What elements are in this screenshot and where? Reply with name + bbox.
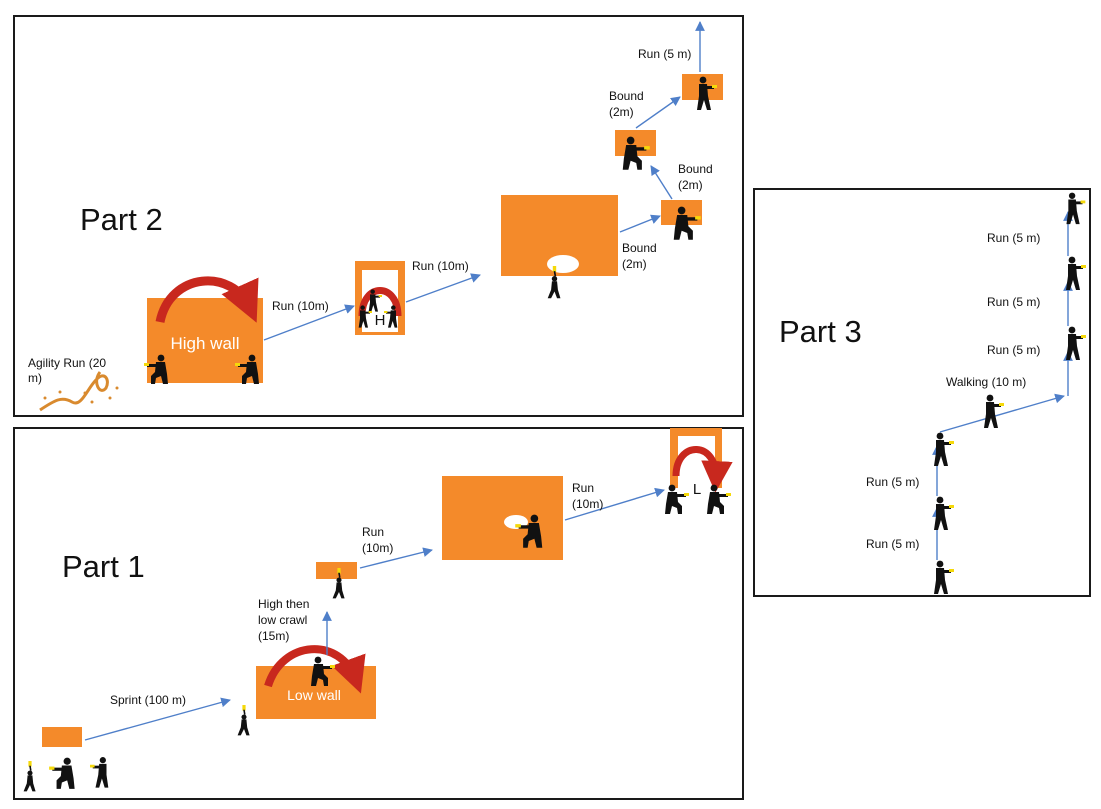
start-box-obstacle [42, 727, 82, 747]
high-wall-label: High wall [171, 334, 240, 353]
soldier-standing-icon [934, 432, 954, 466]
sprint-label: Sprint (100 m) [110, 693, 186, 707]
part3-title: Part 3 [779, 314, 862, 349]
part2-frame [13, 15, 744, 417]
run-arrow [359, 547, 433, 569]
tunnel-box-obstacle [442, 476, 563, 560]
run-arrow [405, 273, 481, 303]
run-label: Run (10m) [412, 259, 469, 273]
soldier-standing-icon [1066, 192, 1086, 225]
soldier-standing-icon [1066, 326, 1086, 360]
run-label: Run (5 m) [866, 537, 919, 551]
run-label: Run (5 m) [987, 295, 1040, 309]
soldier-standing-icon [90, 757, 109, 788]
walking-label: Walking (10 m) [946, 375, 1026, 389]
bound-label: Bound (2m) [678, 162, 716, 192]
crawl-label: High then low crawl (15m) [258, 597, 313, 643]
soldier-standing-icon [1066, 256, 1086, 290]
run-label: Run (5 m) [987, 343, 1040, 357]
bound-arrow [635, 96, 681, 129]
part2-panel: Part 2 Agility Run (20 m) High wall Run … [13, 15, 744, 417]
run-label: Run (5 m) [987, 231, 1040, 245]
bound-label: Bound (2m) [609, 89, 647, 119]
run-label: Run (10m) [362, 525, 393, 555]
run-arrow [564, 487, 665, 521]
soldier-climbing-icon [23, 761, 36, 792]
low-wall-vault-curve-icon [264, 645, 366, 694]
part3-panel: Part 3 Run (5 m) Run (5 m) Walking (10 m… [753, 188, 1091, 597]
crawl-box-obstacle [316, 562, 357, 579]
agility-run-label: Agility Run (20 m) [28, 356, 109, 385]
low-frame-obstacle: L [665, 428, 733, 514]
agility-run-path [39, 371, 119, 412]
part3-frame [753, 188, 1091, 597]
soldier-standing-icon [934, 560, 954, 594]
part2-title: Part 2 [80, 202, 163, 237]
low-wall-label: Low wall [287, 687, 341, 703]
run-label: Run (5 m) [638, 47, 691, 61]
part1-title: Part 1 [62, 549, 145, 584]
part1-frame [13, 427, 744, 800]
tunnel-hole [547, 255, 579, 273]
soldier-standing-icon [934, 496, 954, 530]
run-label: Run (10m) [572, 481, 603, 511]
high-wall-vault-curve-icon [155, 276, 259, 324]
bound-arrow [619, 214, 661, 233]
sprint-arrow [84, 697, 231, 741]
bound-label: Bound (2m) [622, 241, 660, 271]
soldier-standing-icon [984, 394, 1004, 428]
part1-panel: Part 1 Sprint (100 m) Low wall High then… [13, 427, 744, 800]
soldier-kneeling-icon [49, 757, 75, 789]
run-arrow [263, 304, 355, 341]
high-frame-obstacle: H [355, 261, 405, 335]
bound-arrow [650, 165, 673, 200]
frame-letter-h: H [375, 312, 386, 329]
soldier-kneeling-icon [665, 484, 689, 514]
run-label: Run (10m) [272, 299, 329, 313]
walking-arrow [939, 393, 1065, 433]
frame-letter-l: L [693, 481, 701, 498]
soldier-climbing-icon [237, 705, 250, 736]
soldier-kneeling-icon [707, 484, 731, 514]
run-label: Run (5 m) [866, 475, 919, 489]
